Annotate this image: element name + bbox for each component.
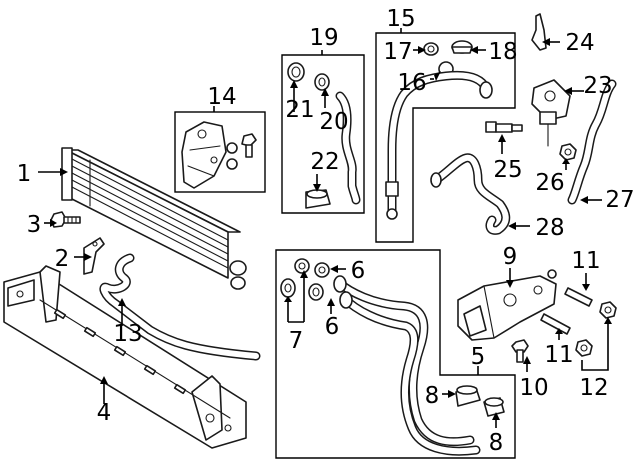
callout-18: 18 [488, 39, 517, 65]
callout-19: 19 [309, 25, 338, 51]
seal-20 [314, 73, 330, 91]
callout-1: 1 [17, 161, 32, 187]
sleeve-11a [564, 287, 593, 307]
oil-cooler [61, 147, 247, 290]
bracket-24 [531, 13, 547, 51]
callout-17: 17 [383, 39, 412, 65]
sensor-25 [485, 121, 523, 133]
callout-15: 15 [386, 6, 415, 32]
callout-22: 22 [310, 149, 339, 175]
callout-4: 4 [97, 400, 112, 426]
callout-26: 26 [535, 170, 564, 196]
callout-7: 7 [289, 328, 304, 354]
callout-labels: 1 2 3 4 5 6 6 7 8 8 9 10 11 11 12 13 14 … [17, 6, 635, 456]
seal-6b [314, 262, 330, 278]
box-5 [275, 249, 516, 459]
callout-13: 13 [113, 321, 142, 347]
callout-6b: 6 [325, 314, 340, 340]
callout-2: 2 [55, 246, 70, 272]
seal-7 [280, 278, 296, 298]
housing-14 [181, 121, 257, 189]
nut-12b [575, 339, 593, 357]
callout-9: 9 [503, 244, 518, 270]
callout-28: 28 [535, 215, 564, 241]
seal-21 [287, 62, 305, 82]
bolt-3 [50, 211, 81, 228]
seal-6c [308, 283, 324, 301]
clamp-8a [455, 385, 481, 407]
box-19 [281, 54, 365, 214]
callout-27: 27 [605, 187, 634, 213]
nut-12a [599, 301, 617, 319]
clamp-8b [483, 397, 505, 417]
callout-25: 25 [493, 157, 522, 183]
callout-23: 23 [583, 73, 612, 99]
callout-8b: 8 [489, 430, 504, 456]
pipe-15 [385, 70, 493, 220]
hose-19 [335, 91, 361, 205]
pipes-5 [333, 275, 481, 456]
callout-16: 16 [397, 70, 426, 96]
callout-11b: 11 [544, 342, 573, 368]
clamp-22 [305, 189, 331, 209]
clamp-18 [451, 40, 473, 54]
callout-24: 24 [565, 30, 594, 56]
bracket-2 [83, 237, 105, 275]
hose-27 [567, 79, 617, 205]
seal-17 [423, 42, 439, 56]
bolt-10 [511, 339, 529, 363]
callout-14: 14 [207, 84, 236, 110]
seal-6a [294, 258, 310, 274]
sleeve-11b [540, 313, 571, 335]
nut-26 [559, 143, 577, 161]
callout-20: 20 [319, 109, 348, 135]
housing-9 [457, 269, 557, 341]
hose-13 [99, 253, 261, 361]
callout-8a: 8 [425, 383, 440, 409]
callout-21: 21 [285, 97, 314, 123]
callout-11a: 11 [571, 248, 600, 274]
box-14 [174, 111, 266, 193]
support-rail [3, 265, 247, 449]
leader-lines [38, 28, 612, 428]
callout-3: 3 [27, 212, 42, 238]
callout-10: 10 [519, 375, 548, 401]
box-15 [375, 32, 516, 243]
valve-23 [531, 79, 571, 147]
callout-5: 5 [471, 344, 486, 370]
pipe-28 [430, 153, 511, 235]
callout-12: 12 [579, 375, 608, 401]
callout-6a: 6 [351, 258, 366, 284]
